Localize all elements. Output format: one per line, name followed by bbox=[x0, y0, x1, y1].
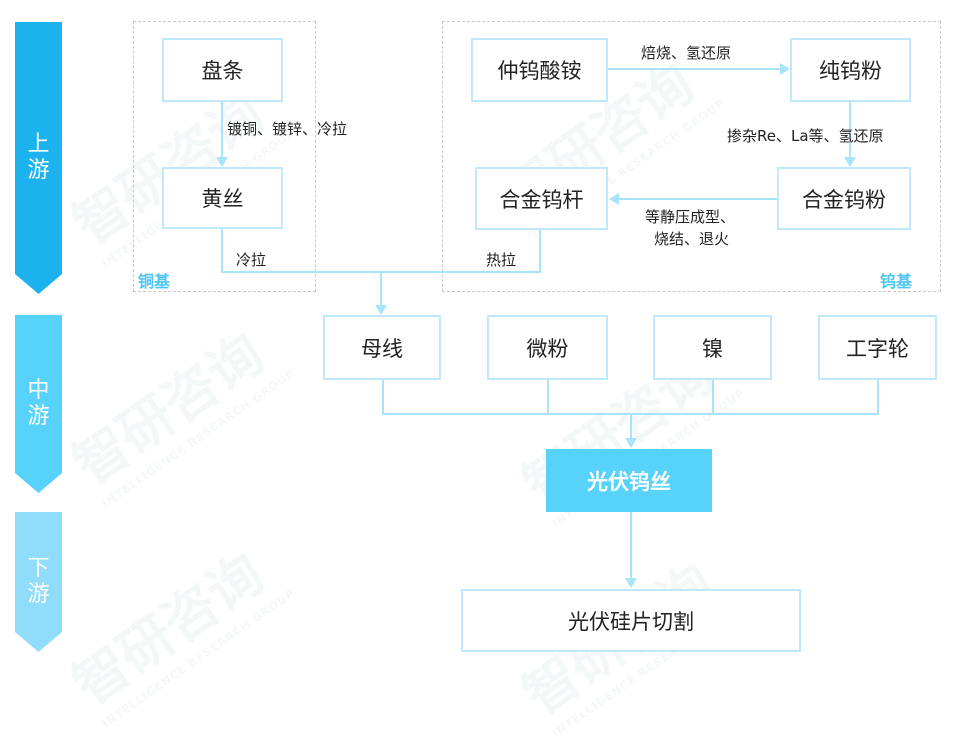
stage-label: 下 bbox=[27, 556, 50, 581]
edge-label-brass-out: 冷拉 bbox=[236, 251, 267, 269]
copper-group-tag: 铜基 bbox=[138, 272, 171, 291]
tungsten-group-frame bbox=[442, 21, 941, 292]
connector bbox=[712, 380, 714, 414]
node-apt: 仲钨酸铵 bbox=[471, 38, 608, 102]
stage-label: 游 bbox=[27, 158, 50, 183]
node-nickel: 镍 bbox=[653, 315, 772, 380]
connector bbox=[382, 380, 384, 414]
arrow-down-icon bbox=[625, 578, 637, 588]
edge-label-pure-to-alloy: 掺杂Re、La等、氢还原 bbox=[727, 127, 884, 145]
copper-group-frame bbox=[133, 21, 316, 292]
stage-label: 中 bbox=[27, 378, 50, 403]
connector bbox=[547, 380, 549, 414]
connector bbox=[539, 230, 541, 272]
connector bbox=[849, 102, 851, 158]
node-pv-tungsten-wire: 光伏钨丝 bbox=[546, 449, 712, 512]
node-busbar: 母线 bbox=[323, 315, 441, 380]
connector bbox=[221, 102, 223, 158]
connector bbox=[608, 68, 782, 70]
stage-label: 上 bbox=[27, 132, 50, 157]
connector bbox=[630, 414, 632, 440]
node-alloy-rod: 合金钨杆 bbox=[475, 167, 608, 230]
stage-upstream: 上 游 bbox=[15, 22, 62, 294]
node-pure-powder: 纯钨粉 bbox=[790, 38, 911, 102]
connector bbox=[380, 271, 382, 307]
edge-label-alloy-to-rod-2: 烧结、退火 bbox=[654, 230, 730, 248]
stage-downstream: 下 游 bbox=[15, 512, 62, 652]
node-micropowder: 微粉 bbox=[487, 315, 608, 380]
edge-label-alloy-to-rod-1: 等静压成型、 bbox=[645, 208, 736, 226]
connector bbox=[221, 229, 223, 271]
connector bbox=[618, 198, 777, 200]
node-spool: 工字轮 bbox=[818, 315, 937, 380]
stage-midstream: 中 游 bbox=[15, 315, 62, 493]
arrow-down-icon bbox=[844, 157, 856, 167]
arrow-down-icon bbox=[375, 305, 387, 315]
arrow-right-icon bbox=[780, 63, 790, 75]
node-brass-wire: 黄丝 bbox=[162, 167, 283, 229]
node-pv-wafer-cutting: 光伏硅片切割 bbox=[461, 589, 801, 652]
arrow-down-icon bbox=[625, 438, 637, 448]
arrow-left-icon bbox=[609, 193, 619, 205]
stage-label: 游 bbox=[27, 404, 50, 429]
node-coil: 盘条 bbox=[162, 38, 283, 102]
node-alloy-powder: 合金钨粉 bbox=[777, 167, 911, 230]
edge-label-coil-to-brass: 镀铜、镀锌、冷拉 bbox=[227, 120, 348, 138]
edge-label-rod-out: 热拉 bbox=[486, 251, 517, 269]
connector bbox=[630, 512, 632, 580]
stage-label: 游 bbox=[27, 582, 50, 607]
connector bbox=[877, 380, 879, 414]
tungsten-group-tag: 钨基 bbox=[880, 272, 913, 291]
edge-label-apt-to-pure: 焙烧、氢还原 bbox=[641, 44, 732, 62]
arrow-down-icon bbox=[216, 157, 228, 167]
